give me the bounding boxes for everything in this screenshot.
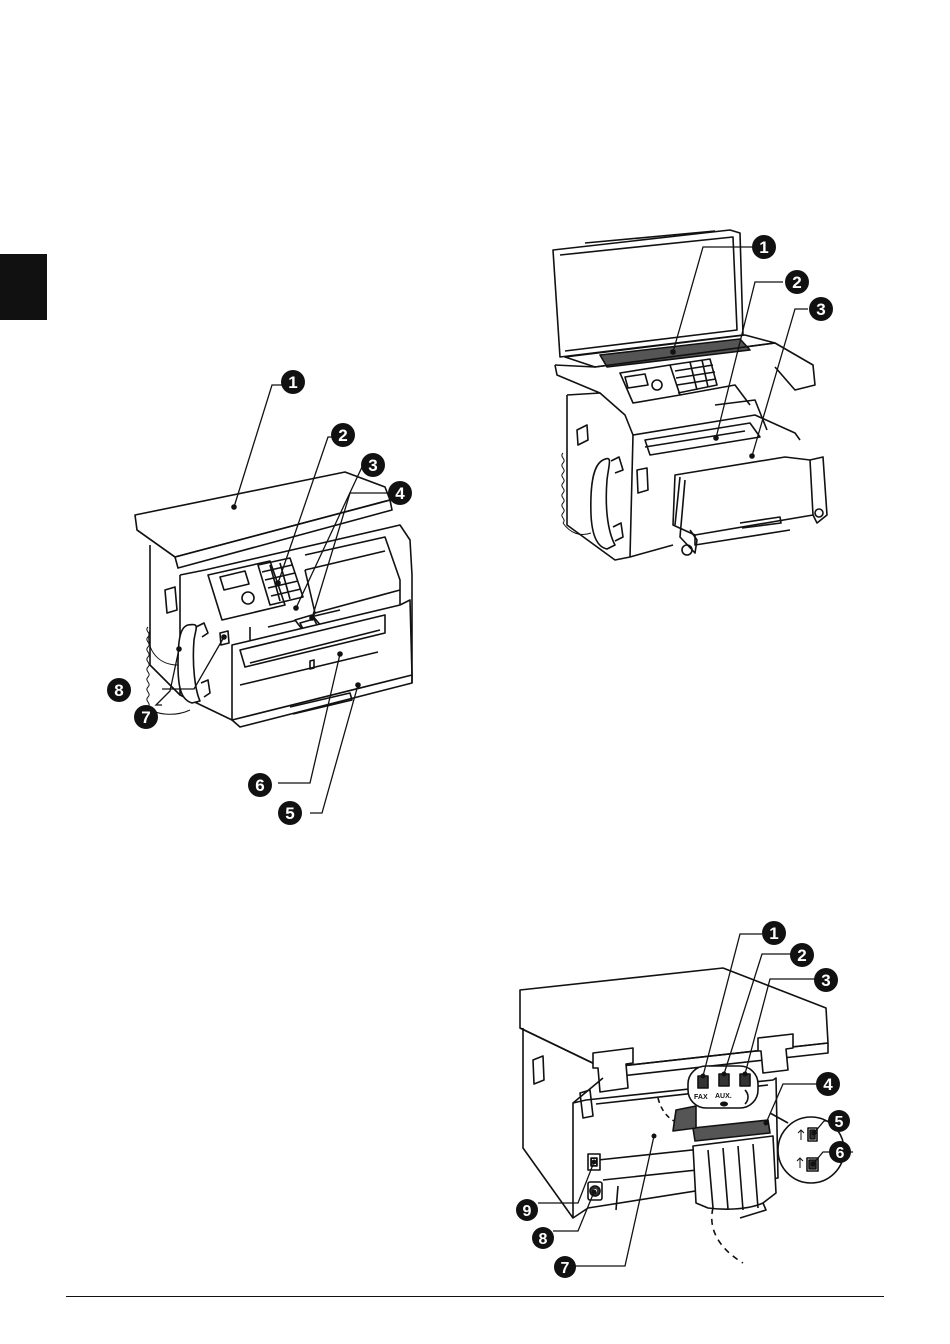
rear-callout-1: 1 [762,921,786,945]
svg-text:4: 4 [823,1075,833,1094]
front-callout-4: 4 [388,481,412,505]
svg-text:1: 1 [759,238,768,257]
svg-text:7: 7 [561,1260,570,1277]
front-callout-2: 2 [331,423,355,447]
svg-text:6: 6 [836,1145,845,1162]
scanner-callout-3: 3 [809,297,833,321]
front-callout-1: 1 [281,370,305,394]
scanner-callout-2: 2 [785,270,809,294]
chapter-tab-marker [0,254,47,320]
scanner-open-illustration: 1 2 3 [545,225,845,575]
svg-text:8: 8 [539,1231,548,1248]
svg-text:9: 9 [523,1203,532,1220]
svg-text:3: 3 [368,456,377,475]
front-view-figure: 1 2 3 4 5 6 7 8 [100,365,440,830]
rear-callout-8: 8 [532,1227,554,1249]
svg-text:1: 1 [769,924,778,943]
scanner-open-figure: 1 2 3 [545,225,845,575]
rear-callout-5: 5 [828,1110,850,1132]
scanner-callout-1: 1 [752,235,776,259]
rear-view-figure: FAX AUX. [508,918,853,1278]
front-callout-8: 8 [107,678,131,702]
telephone-handset-icon [720,1102,728,1107]
svg-text:3: 3 [821,971,830,990]
rear-callout-3: 3 [814,968,838,992]
front-callout-3: 3 [361,453,385,477]
svg-text:5: 5 [835,1114,844,1131]
fax-port-label: FAX [694,1094,708,1101]
rear-callout-4: 4 [816,1072,840,1096]
svg-text:4: 4 [395,484,405,503]
svg-text:1: 1 [288,373,297,392]
rear-callout-6: 6 [829,1141,851,1163]
svg-text:6: 6 [255,776,264,795]
rear-callout-9: 9 [516,1199,538,1221]
aux-port-label: AUX. [715,1093,732,1100]
rear-view-illustration: FAX AUX. [508,918,853,1278]
svg-text:7: 7 [141,708,150,727]
svg-text:2: 2 [338,426,347,445]
svg-text:5: 5 [285,804,294,823]
front-callout-5: 5 [278,801,302,825]
footer-rule [66,1296,884,1297]
front-view-illustration: 1 2 3 4 5 6 7 8 [100,365,440,830]
front-callout-7: 7 [134,705,158,729]
rear-callout-2: 2 [790,943,814,967]
front-callout-6: 6 [248,773,272,797]
svg-text:8: 8 [114,681,123,700]
svg-text:2: 2 [792,273,801,292]
svg-text:3: 3 [816,300,825,319]
rear-callout-7: 7 [554,1256,576,1278]
svg-text:2: 2 [797,946,806,965]
